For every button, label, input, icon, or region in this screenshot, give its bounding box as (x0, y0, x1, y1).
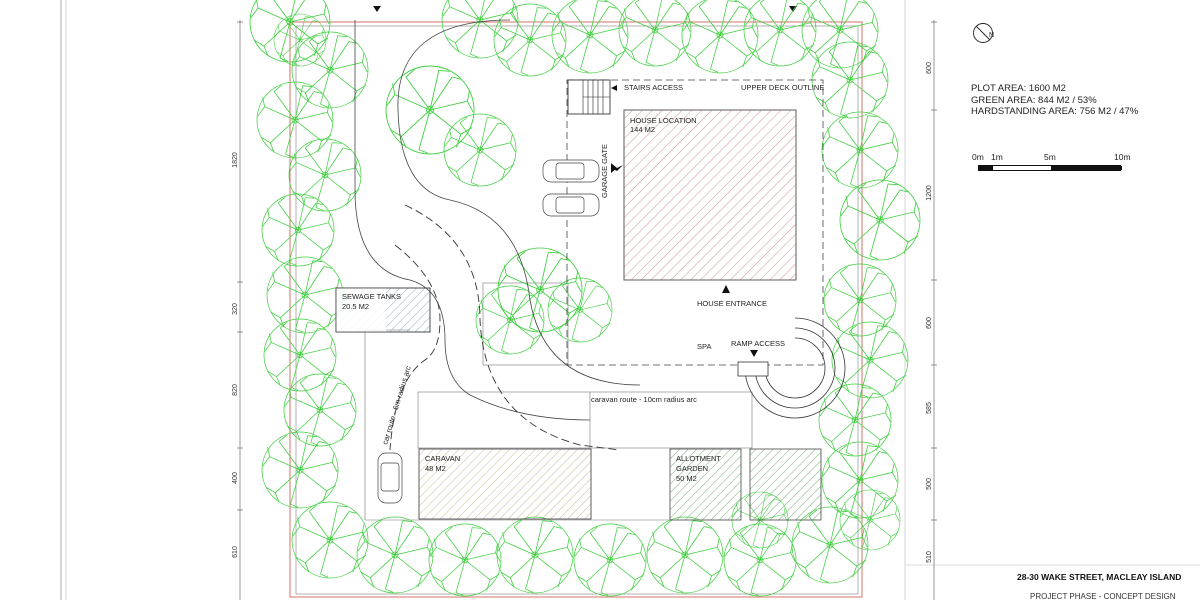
upper-deck-outline (566, 79, 824, 366)
driveway-curve (397, 19, 641, 386)
parked-car-bottom (542, 193, 600, 217)
dim-left-5: 610 (232, 546, 239, 558)
scale-label-5: 5m (1044, 152, 1056, 162)
parked-car-top (542, 159, 600, 183)
spa-deck-outline (482, 282, 569, 366)
ramp-access-arrow (750, 350, 758, 357)
allotment-area-label: 50 M2 (676, 474, 697, 483)
scale-label-10: 10m (1114, 152, 1131, 162)
dim-left-4: 400 (232, 472, 239, 484)
house-area-label: 144 M2 (630, 125, 655, 134)
stairs-arrow (611, 85, 617, 91)
dim-right-3: 600 (926, 317, 933, 329)
spa-label: SPA (697, 342, 711, 351)
caravan-route-arc (404, 204, 621, 451)
driveway-curve-inner (354, 20, 591, 421)
allotment-garden (669, 448, 742, 521)
caravan-label: CARAVAN (425, 454, 460, 463)
area-summary: PLOT AREA: 1600 M2 GREEN AREA: 844 M2 / … (971, 83, 1138, 118)
sewage-area-label: 20.5 M2 (342, 302, 369, 311)
hardstanding-area: HARDSTANDING AREA: 756 M2 / 47% (971, 106, 1139, 117)
ramp (737, 317, 846, 419)
dim-left-3: 820 (232, 384, 239, 396)
sewage-tanks-label: SEWAGE TANKS (342, 292, 401, 301)
scale-bar: 0m 1m 5m 10m (972, 152, 1131, 174)
dim-left-1: 1820 (232, 152, 239, 168)
house-location-label: HOUSE LOCATION (630, 116, 697, 125)
car-route-label: car route - 6m radius arc (380, 365, 413, 446)
dim-left-2: 320 (232, 303, 239, 315)
house-footprint (623, 109, 797, 281)
caravan-area-label: 48 M2 (425, 464, 446, 473)
upper-deck-outline-label: UPPER DECK OUTLINE (741, 83, 824, 92)
house-entrance-label: HOUSE ENTRANCE (697, 299, 767, 308)
dim-right-4: 585 (926, 402, 933, 414)
north-arrow: N (972, 22, 994, 44)
caravan-pad (418, 448, 592, 520)
scale-label-0: 0m (972, 152, 984, 162)
plot-area: PLOT AREA: 1600 M2 (971, 83, 1066, 94)
house-entrance-arrow (722, 285, 730, 293)
inner-boundary (295, 25, 859, 595)
car-on-route (377, 452, 403, 504)
left-dimension-chain (237, 20, 243, 600)
ramp-access-label: RAMP ACCESS (731, 339, 785, 348)
stairs-access-label: STAIRS ACCESS (624, 83, 683, 92)
garden-label: GARDEN (676, 464, 708, 473)
garage-gate-arrow (611, 163, 617, 173)
scale-label-1: 1m (991, 152, 1003, 162)
allotment-label: ALLOTMENT (676, 454, 721, 463)
property-boundary (289, 21, 863, 598)
boundary-marker-left (373, 6, 381, 12)
garage-gate-label: GARAGE GATE (600, 144, 609, 198)
project-phase: PROJECT PHASE - CONCEPT DESIGN (1030, 592, 1176, 601)
project-address: 28-30 WAKE STREET, MACLEAY ISLAND (1017, 572, 1182, 582)
dim-right-2: 1200 (926, 185, 933, 201)
car-route-arc (389, 244, 441, 451)
dim-right-1: 600 (926, 62, 933, 74)
caravan-route-label: caravan route - 10cm radius arc (591, 395, 697, 404)
right-dimension-chain (931, 20, 937, 600)
allotment-garden-2 (749, 448, 822, 521)
green-area: GREEN AREA: 844 M2 / 53% (971, 94, 1097, 106)
dim-right-6: 510 (926, 551, 933, 563)
caravan-pad-outline (417, 391, 753, 449)
dim-right-5: 500 (926, 478, 933, 490)
north-label: N (989, 32, 994, 39)
